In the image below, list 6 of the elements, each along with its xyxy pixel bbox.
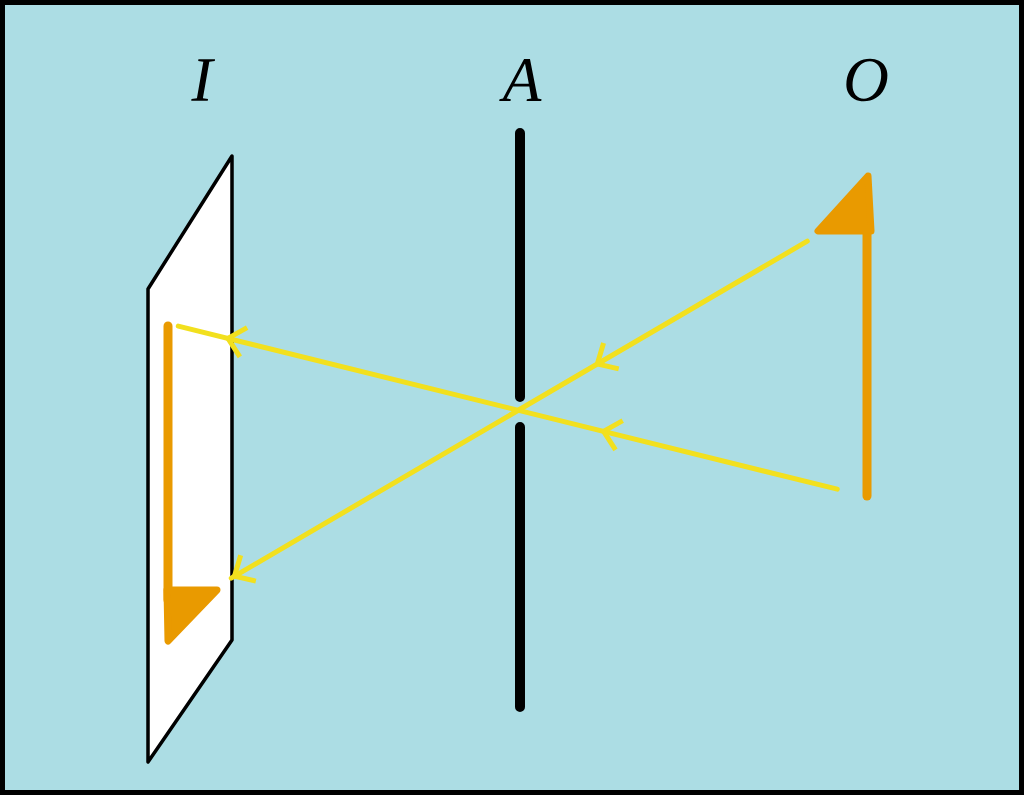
letter-label: A — [499, 59, 542, 101]
node-label: O — [846, 58, 888, 102]
light-ray — [175, 323, 840, 492]
screen: I — [146, 59, 234, 764]
light-ray — [228, 238, 810, 584]
node-label: I — [191, 59, 216, 101]
